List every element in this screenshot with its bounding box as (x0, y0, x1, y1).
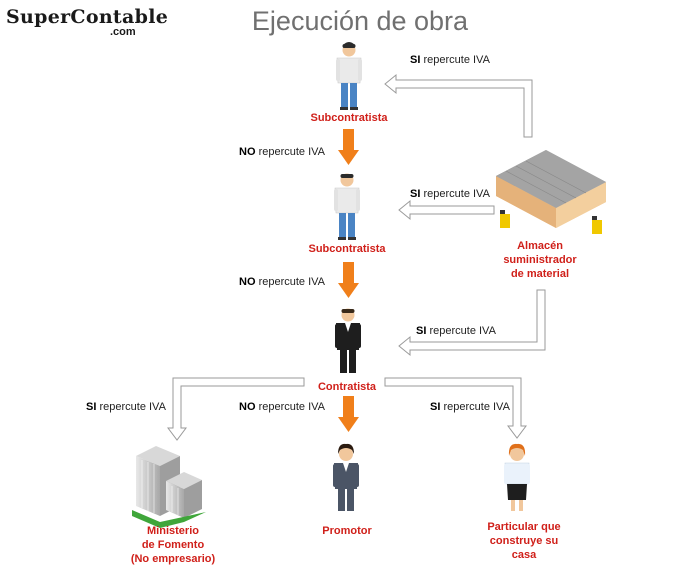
outline-arrow-warehouse-mid (398, 199, 495, 221)
label-si-bold: SI (416, 325, 427, 337)
woman-icon (504, 443, 530, 511)
worker-icon (334, 173, 360, 240)
node-label-subcontratista-1: Subcontratista (310, 112, 388, 124)
label-no-bold: NO (239, 401, 256, 413)
almacen-line-2: suministrador (503, 254, 577, 266)
almacen-line-1: Almacén (517, 240, 563, 252)
label-si-ministerio: SI repercute IVA (86, 401, 166, 413)
outline-arrow-warehouse-contratista (398, 289, 546, 357)
label-no-sub1-sub2: NO repercute IVA (239, 146, 325, 158)
label-repercute: repercute IVA (258, 401, 326, 413)
node-label-almacen: Almacén suministrador de material (495, 239, 585, 281)
worker-icon (336, 42, 362, 110)
office-building-icon (132, 446, 206, 528)
outline-arrow-contratista-particular (384, 377, 527, 439)
label-repercute: repercute IVA (258, 146, 326, 158)
node-label-subcontratista-2: Subcontratista (308, 243, 386, 255)
label-si-warehouse-mid: SI repercute IVA (410, 188, 490, 200)
outline-arrow-warehouse-top (384, 73, 533, 138)
label-si-bold: SI (410, 188, 421, 200)
label-repercute: repercute IVA (429, 325, 496, 337)
orange-arrow-2 (338, 262, 359, 298)
label-si-bold: SI (410, 54, 421, 66)
label-si-bold: SI (430, 401, 441, 413)
label-repercute: repercute IVA (258, 276, 326, 288)
label-repercute: repercute IVA (443, 401, 510, 413)
label-si-warehouse-contratista: SI repercute IVA (416, 325, 496, 337)
node-label-ministerio: Ministerio de Fomento (No empresario) (118, 524, 228, 566)
particular-line-3: casa (511, 549, 537, 561)
node-label-promotor: Promotor (322, 525, 372, 537)
outline-arrow-contratista-ministerio (167, 377, 305, 441)
label-no-promotor: NO repercute IVA (239, 401, 325, 413)
label-no-bold: NO (239, 276, 256, 288)
page-title: Ejecución de obra (251, 6, 469, 36)
label-repercute: repercute IVA (423, 54, 490, 66)
businesswoman-icon (333, 443, 359, 511)
supercontable-logo: SuperContable .com (6, 6, 168, 38)
logo-domain: .com (110, 26, 136, 38)
label-si-bold: SI (86, 401, 97, 413)
orange-arrow-1 (338, 129, 359, 165)
particular-line-2: construye su (489, 535, 559, 547)
orange-arrow-3 (338, 396, 359, 432)
label-si-particular: SI repercute IVA (430, 401, 510, 413)
particular-line-1: Particular que (487, 521, 561, 533)
node-label-particular: Particular que construye su casa (474, 520, 574, 562)
label-no-sub2-contratista: NO repercute IVA (239, 276, 325, 288)
ministerio-line-2: de Fomento (141, 539, 205, 551)
almacen-line-3: de material (510, 268, 570, 280)
label-no-bold: NO (239, 146, 256, 158)
logo-text: SuperContable (6, 6, 169, 28)
businessman-icon (335, 308, 361, 373)
ministerio-line-3: (No empresario) (130, 553, 216, 565)
warehouse-icon (496, 150, 606, 234)
node-label-contratista: Contratista (317, 381, 377, 393)
label-si-warehouse-top: SI repercute IVA (410, 54, 490, 66)
label-repercute: repercute IVA (423, 188, 490, 200)
label-repercute: repercute IVA (99, 401, 166, 413)
ministerio-line-1: Ministerio (147, 525, 199, 537)
